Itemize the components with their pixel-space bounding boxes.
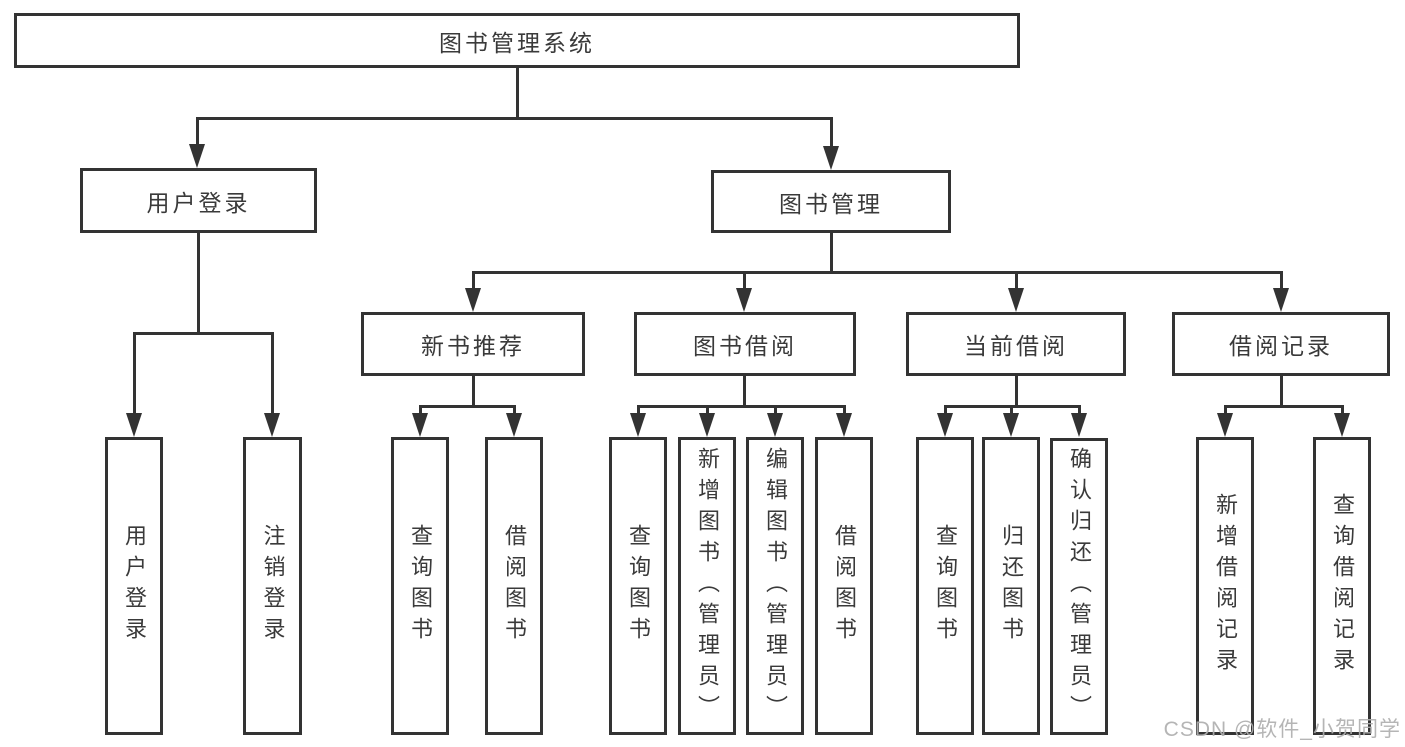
connector-stem-cb-query	[943, 405, 947, 414]
leaf-br-add-record: 新增借阅记录	[1196, 437, 1254, 735]
node-book-borrow: 图书借阅	[634, 312, 856, 376]
leaf-cb-query-books-label: 查询图书	[933, 524, 958, 648]
arrowhead-leaf-user-login	[126, 413, 142, 437]
leaf-logout-login-label: 注销登录	[260, 524, 286, 648]
connector-stem-bb-add	[705, 405, 709, 414]
leaf-bb-borrow-books-label: 借阅图书	[832, 524, 857, 648]
connector-nbr-rail	[418, 404, 516, 408]
leaf-cb-return-books-label: 归还图书	[999, 524, 1024, 648]
leaf-bb-add-books-admin: 新增图书（管理员）	[678, 437, 736, 735]
connector-stem-nbr-query	[418, 405, 422, 414]
connector-stem-bb-query	[636, 405, 640, 414]
leaf-cb-return-books: 归还图书	[982, 437, 1040, 735]
leaf-cb-confirm-return-admin: 确认归还（管理员）	[1050, 438, 1108, 735]
connector-stem-user-login	[195, 118, 199, 146]
connector-stem-book-borrow	[742, 272, 746, 289]
node-new-book-recommend-label: 新书推荐	[421, 333, 525, 359]
leaf-nbr-query-books-label: 查询图书	[408, 524, 433, 648]
arrowhead-bb-edit	[767, 413, 783, 437]
node-borrow-records: 借阅记录	[1172, 312, 1390, 376]
node-borrow-records-label: 借阅记录	[1229, 333, 1333, 359]
node-root-label: 图书管理系统	[439, 29, 595, 56]
connector-level3-rail	[471, 270, 1283, 274]
connector-stem-cb-return	[1009, 405, 1013, 414]
connector-stem-br-add	[1223, 405, 1227, 414]
arrowhead-br-add	[1217, 413, 1233, 437]
arrowhead-bb-add	[699, 413, 715, 437]
connector-bb-drop	[742, 376, 746, 406]
connector-level2-rail	[195, 116, 833, 120]
arrowhead-nbr-borrow	[506, 413, 522, 437]
arrowhead-cb-query	[937, 413, 953, 437]
connector-br-rail	[1223, 404, 1344, 408]
leaf-nbr-borrow-books: 借阅图书	[485, 437, 543, 735]
connector-bb-rail	[636, 404, 846, 408]
arrowhead-leaf-logout	[264, 413, 280, 437]
arrowhead-book-borrow	[736, 288, 752, 312]
connector-stem-leaf-logout	[270, 333, 274, 414]
leaf-br-query-record-label: 查询借阅记录	[1330, 493, 1355, 679]
connector-stem-bb-borrow	[842, 405, 846, 414]
arrowhead-current-borrow	[1008, 288, 1024, 312]
node-book-management: 图书管理	[711, 170, 951, 233]
leaf-bb-edit-books-admin-label: 编辑图书（管理员）	[763, 446, 788, 726]
leaf-logout-login: 注销登录	[243, 437, 302, 735]
connector-book-management-drop	[829, 233, 833, 272]
connector-stem-current-borrow	[1014, 272, 1018, 289]
connector-stem-new-book-recommend	[471, 272, 475, 289]
arrowhead-bb-borrow	[836, 413, 852, 437]
leaf-cb-confirm-return-admin-label: 确认归还（管理员）	[1067, 447, 1092, 726]
arrowhead-cb-confirm	[1071, 413, 1087, 437]
connector-stem-leaf-user-login	[132, 333, 136, 414]
arrowhead-user-login	[189, 144, 205, 168]
arrowhead-borrow-records	[1273, 288, 1289, 312]
arrowhead-bb-query	[630, 413, 646, 437]
node-user-login-label: 用户登录	[146, 189, 251, 216]
connector-cb-drop	[1014, 376, 1018, 406]
connector-stem-borrow-records	[1279, 272, 1283, 289]
leaf-bb-borrow-books: 借阅图书	[815, 437, 873, 735]
connector-br-drop	[1279, 376, 1283, 406]
arrowhead-new-book-recommend	[465, 288, 481, 312]
watermark: CSDN @软件_小贺同学	[1163, 718, 1401, 741]
leaf-user-login-label: 用户登录	[122, 524, 147, 648]
connector-user-login-rail	[132, 331, 274, 335]
leaf-nbr-query-books: 查询图书	[391, 437, 449, 735]
leaf-bb-add-books-admin-label: 新增图书（管理员）	[695, 446, 720, 726]
arrowhead-cb-return	[1003, 413, 1019, 437]
leaf-bb-query-books: 查询图书	[609, 437, 667, 735]
leaf-bb-edit-books-admin: 编辑图书（管理员）	[746, 437, 804, 735]
leaf-nbr-borrow-books-label: 借阅图书	[502, 524, 527, 648]
connector-stem-nbr-borrow	[512, 405, 516, 414]
connector-stem-cb-confirm	[1077, 405, 1081, 414]
connector-stem-book-management	[829, 118, 833, 147]
node-current-borrow-label: 当前借阅	[964, 333, 1068, 359]
leaf-br-add-record-label: 新增借阅记录	[1213, 493, 1238, 679]
arrowhead-nbr-query	[412, 413, 428, 437]
connector-stem-bb-edit	[773, 405, 777, 414]
leaf-user-login: 用户登录	[105, 437, 163, 735]
connector-root-trunk	[515, 68, 519, 119]
arrowhead-br-query	[1334, 413, 1350, 437]
connector-user-login-drop	[196, 233, 200, 333]
node-book-borrow-label: 图书借阅	[693, 333, 797, 359]
node-book-management-label: 图书管理	[779, 190, 883, 217]
leaf-br-query-record: 查询借阅记录	[1313, 437, 1371, 735]
node-new-book-recommend: 新书推荐	[361, 312, 585, 376]
node-user-login: 用户登录	[80, 168, 317, 233]
connector-nbr-drop	[471, 376, 475, 406]
node-current-borrow: 当前借阅	[906, 312, 1126, 376]
connector-stem-br-query	[1340, 405, 1344, 414]
leaf-cb-query-books: 查询图书	[916, 437, 974, 735]
arrowhead-book-management	[823, 146, 839, 170]
leaf-bb-query-books-label: 查询图书	[626, 524, 651, 648]
node-root: 图书管理系统	[14, 13, 1020, 68]
